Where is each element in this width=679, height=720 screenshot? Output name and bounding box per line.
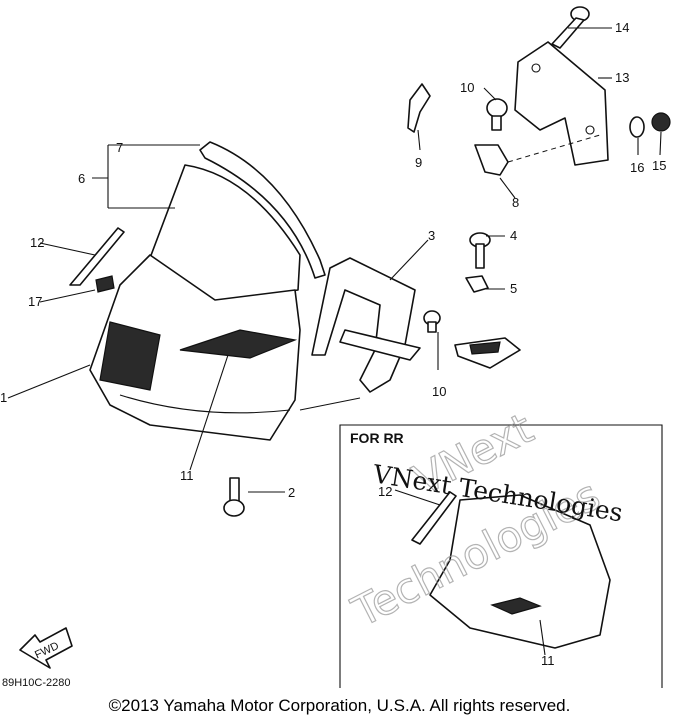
callout-13: 13 — [615, 70, 629, 85]
callout-11-inset: 11 — [541, 653, 555, 668]
callout-2: 2 — [288, 485, 295, 500]
callout-15: 15 — [652, 158, 666, 173]
inset-title: FOR RR — [350, 430, 404, 446]
grommet-10-upper-part — [486, 98, 508, 131]
callout-11-main: 11 — [180, 468, 194, 483]
callout-8: 8 — [512, 195, 519, 210]
callout-17: 17 — [28, 294, 42, 309]
inset-border — [339, 424, 663, 688]
nut-5-part — [465, 275, 489, 293]
callout-12-inset: 12 — [378, 484, 392, 499]
callout-6: 6 — [78, 171, 85, 186]
leader-lines — [7, 27, 662, 493]
cap-15-part — [651, 112, 671, 132]
diagram-code: 89H10C-2280 — [2, 677, 71, 689]
callout-12-main: 12 — [30, 235, 44, 250]
copyright-notice: ©2013 Yamaha Motor Corporation, U.S.A. A… — [108, 696, 571, 715]
assembly-dash-line — [507, 134, 601, 163]
rr-cowling-part — [411, 491, 611, 649]
grommet-10-lower-part — [423, 310, 441, 333]
callout-14: 14 — [615, 20, 629, 35]
damper-plate-part — [454, 337, 521, 369]
holder-8-part — [474, 144, 509, 176]
washer-16-part — [629, 116, 645, 138]
callout-7: 7 — [116, 140, 123, 155]
fwd-arrow: FWD — [19, 627, 73, 669]
callout-9: 9 — [415, 155, 422, 170]
callout-4: 4 — [510, 228, 517, 243]
callout-1: 1 — [0, 390, 7, 405]
callout-10-upper: 10 — [460, 80, 474, 95]
stay-bracket-part — [311, 257, 421, 393]
bolt-14-part — [551, 6, 590, 49]
front-cowling-part — [89, 254, 301, 441]
windshield-part — [149, 141, 326, 303]
callout-3: 3 — [428, 228, 435, 243]
bolt-2-part — [223, 477, 245, 517]
callout-10-lower: 10 — [432, 384, 446, 399]
callout-16: 16 — [630, 160, 644, 175]
bracket-13-part — [514, 41, 609, 166]
callout-5: 5 — [510, 281, 517, 296]
clip-9-part — [407, 83, 431, 133]
bolt-4-part — [469, 232, 491, 269]
for-rr-inset: FOR RR — [339, 424, 663, 688]
side-strip-part — [69, 227, 125, 293]
